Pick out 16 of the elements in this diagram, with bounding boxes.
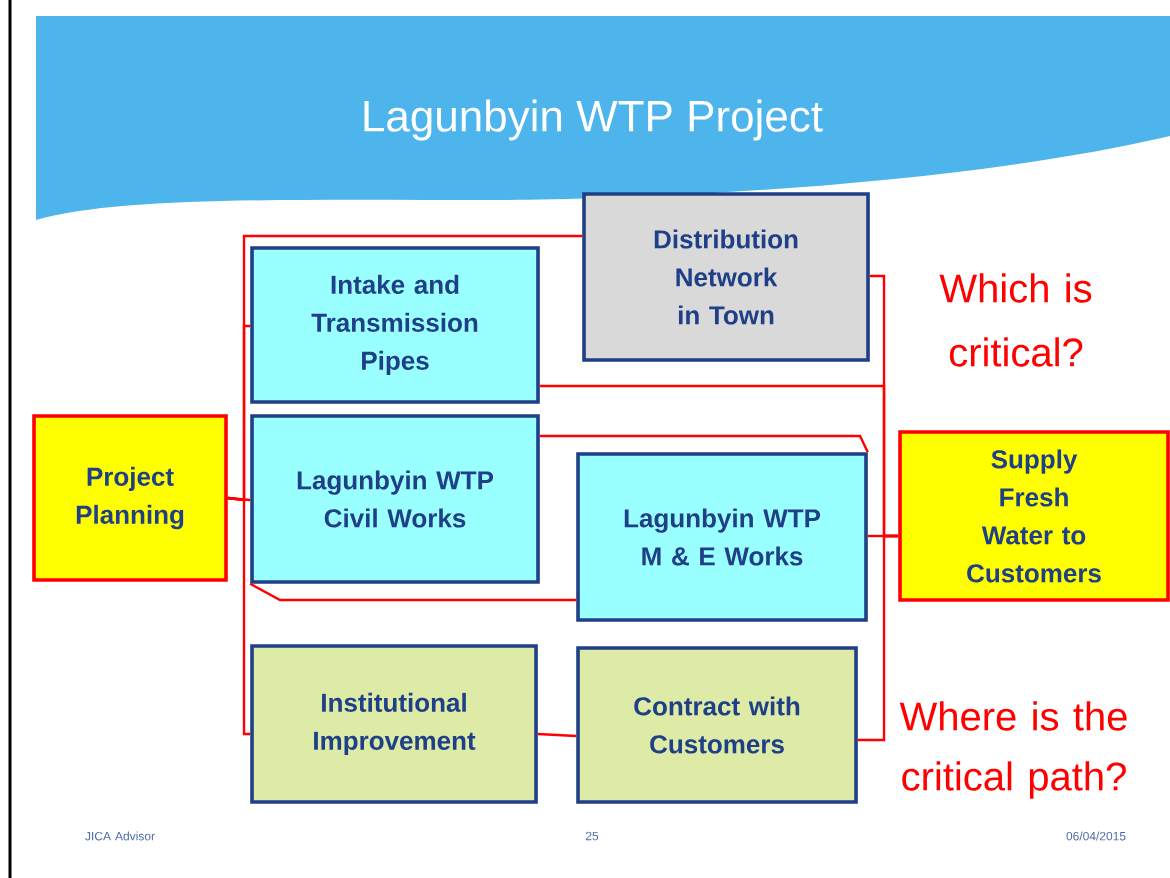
connector-line [249,582,577,602]
slide-title: Lagunbyin WTP Project [364,99,823,141]
connector-line [227,496,251,736]
task-box: Lagunbyin WTP M & E Works [576,452,868,622]
task-box: Distribution Network in Town [582,192,870,362]
question-text: Which is critical? [939,273,1092,367]
task-box: Lagunbyin WTP Civil Works [250,414,540,584]
connector-line [857,534,899,742]
connector-line [539,434,869,453]
connector-line [537,732,577,738]
task-box: Supply Fresh Water to Customers [898,430,1170,602]
question-text: Where is the critical path? [899,701,1127,799]
task-box: Contract with Customers [576,646,858,804]
task-box: Intake and Transmission Pipes [250,246,540,404]
task-box: Institutional Improvement [250,644,538,804]
task-box: Project Planning [32,414,228,582]
